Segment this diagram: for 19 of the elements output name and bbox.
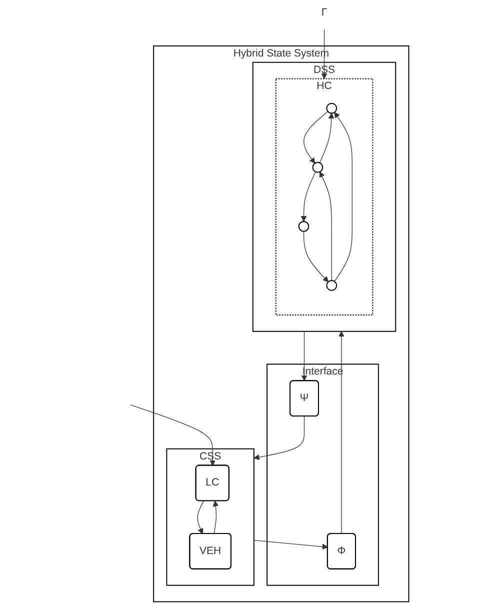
arrow (254, 540, 328, 550)
arrow (254, 416, 305, 460)
arrow (300, 171, 316, 222)
node-circle (326, 102, 338, 114)
node-circle (298, 220, 310, 232)
arrow (212, 500, 218, 534)
node-circle (312, 162, 324, 173)
arrow (304, 111, 328, 164)
node-circle (326, 280, 338, 291)
arrow (301, 331, 308, 381)
arrow (197, 500, 204, 534)
arrow (338, 331, 344, 534)
arrow (303, 230, 329, 282)
arrow (319, 172, 332, 281)
arrow (319, 112, 334, 164)
arrow (130, 404, 216, 466)
node-text: Γ (321, 7, 328, 18)
arrow (321, 29, 328, 79)
arrow (334, 112, 352, 282)
